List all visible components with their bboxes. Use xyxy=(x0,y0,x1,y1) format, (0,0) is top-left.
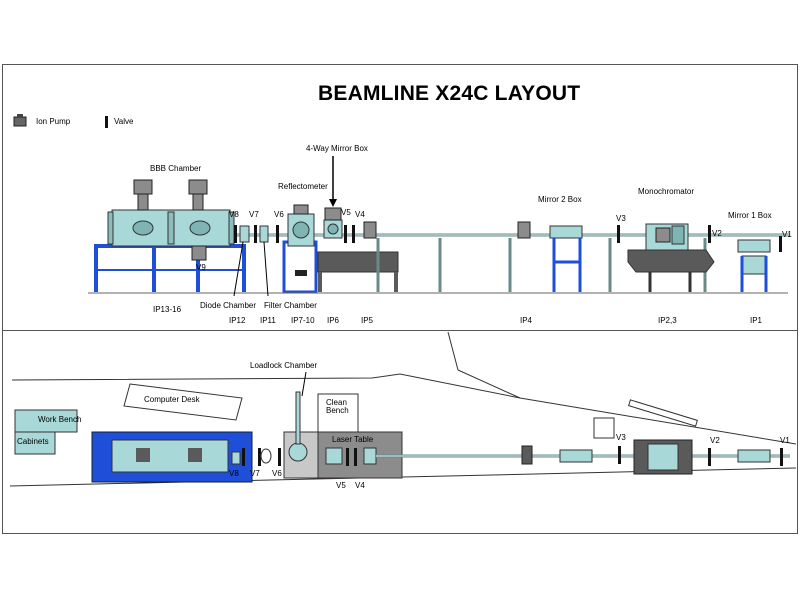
valve-icon xyxy=(105,116,108,128)
small-box xyxy=(593,417,615,439)
work-bench-label: Work Bench xyxy=(38,415,82,424)
ion-pump-icon xyxy=(13,116,27,127)
elev-v6-label: V6 xyxy=(274,210,284,219)
ip6-label: IP6 xyxy=(327,316,340,325)
plan-v1-label: V1 xyxy=(780,436,790,445)
plan-v6-label: V6 xyxy=(272,469,282,478)
diagram-frame xyxy=(2,64,798,534)
mirror1-box xyxy=(737,239,771,253)
elevation-view xyxy=(88,156,790,297)
reflectometer-label: Reflectometer xyxy=(278,182,328,191)
monochromator-label: Monochromator xyxy=(638,187,695,196)
loadlock-chamber-label: Loadlock Chamber xyxy=(250,361,318,370)
ip5-label: IP5 xyxy=(361,316,374,325)
legend-valve-label: Valve xyxy=(114,117,134,126)
pipe-supports xyxy=(376,238,707,292)
plan-v4-label: V4 xyxy=(355,481,365,490)
diode-chamber-label: Diode Chamber xyxy=(200,301,257,310)
ion-pump-icon-cap xyxy=(17,114,23,117)
legend xyxy=(13,114,108,128)
hall-wall xyxy=(11,373,797,445)
computer-desk xyxy=(123,383,243,421)
mirror2-stand xyxy=(552,238,582,292)
elev-v5-label: V5 xyxy=(341,208,351,217)
bbb-ion-pumps xyxy=(133,179,208,261)
mirror2-box-label: Mirror 2 Box xyxy=(538,195,582,204)
elev-v3-label: V3 xyxy=(616,214,626,223)
elev-v2-label: V2 xyxy=(712,229,722,238)
cabinets xyxy=(14,431,56,455)
clean-bench-label: Clean Bench xyxy=(326,398,349,415)
plan-v2-label: V2 xyxy=(710,436,720,445)
filter-chamber-label: Filter Chamber xyxy=(264,301,317,310)
elev-v9-label: V9 xyxy=(196,263,206,272)
ip12-label: IP12 xyxy=(229,316,246,325)
laser-table-label: Laser Table xyxy=(332,435,374,444)
elev-v7-label: V7 xyxy=(249,210,259,219)
optics-table xyxy=(317,251,399,273)
plan-v8-label: V8 xyxy=(229,469,239,478)
mirror1-box-label: Mirror 1 Box xyxy=(728,211,772,220)
ip11-label: IP11 xyxy=(260,316,276,325)
elev-v1-label: V1 xyxy=(782,230,792,239)
mirror2-box xyxy=(549,225,583,239)
cabinets-label: Cabinets xyxy=(17,437,49,446)
shelf xyxy=(628,399,698,427)
plan-v7-label: V7 xyxy=(250,469,260,478)
bbb-stand xyxy=(94,244,246,292)
plan-view xyxy=(9,331,797,487)
bbb-chamber-label: BBB Chamber xyxy=(150,164,202,173)
plan-v3-label: V3 xyxy=(616,433,626,442)
mirror-box-4way-label: 4-Way Mirror Box xyxy=(306,144,368,153)
ip2-3-label: IP2,3 xyxy=(658,316,677,325)
ip4-label: IP4 xyxy=(520,316,533,325)
ip13-16-label: IP13-16 xyxy=(153,305,182,314)
diode-chamber xyxy=(239,225,250,243)
reflectometer-stand xyxy=(282,240,318,294)
page-title: BEAMLINE X24C LAYOUT xyxy=(318,82,581,105)
elev-v8-label: V8 xyxy=(229,210,239,219)
ip1-label: IP1 xyxy=(750,316,763,325)
section-divider xyxy=(2,330,798,331)
plan-v5-label: V5 xyxy=(336,481,346,490)
elev-v4-label: V4 xyxy=(355,210,365,219)
ip7-10-label: IP7-10 xyxy=(291,316,315,325)
monochromator-base xyxy=(627,249,715,273)
legend-ion-pump-label: Ion Pump xyxy=(36,117,71,126)
computer-desk-label: Computer Desk xyxy=(144,395,200,404)
filter-chamber xyxy=(259,225,269,243)
clean-bench xyxy=(317,393,359,433)
